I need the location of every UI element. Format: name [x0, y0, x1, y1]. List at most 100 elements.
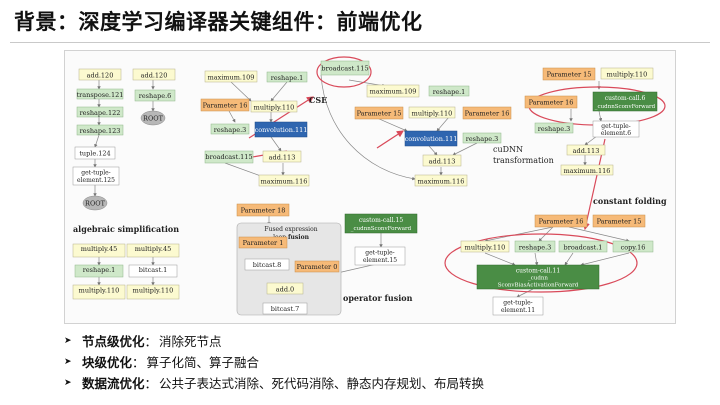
- node-label: add.0: [276, 286, 294, 294]
- node-get-tuple-element-11: get-tuple-element.11: [492, 296, 544, 316]
- node-copy-16: copy.16: [612, 240, 654, 253]
- node-multiply-45-a: multiply.45: [72, 243, 126, 258]
- node-label: SconvBiasActivationForward: [498, 283, 579, 289]
- node-broadcast-1: broadcast.1: [558, 240, 608, 253]
- node-add-113-a: add.113: [262, 150, 302, 163]
- node-label: broadcast.1: [564, 244, 603, 252]
- node-tuple-124: tuple.124: [74, 146, 116, 160]
- node-label: multiply.110: [465, 244, 506, 252]
- node-add-113-b: add.113: [422, 154, 462, 167]
- node-label: Parameter 0: [297, 263, 338, 271]
- bullet-text: 消除死节点: [159, 334, 222, 349]
- node-label: reshape.1: [271, 74, 304, 82]
- node-label: reshape.122: [80, 109, 121, 117]
- node-label: reshape.3: [214, 126, 247, 134]
- node-parameter-16-c: Parameter 16: [524, 95, 578, 109]
- node-label: multiply.110: [412, 110, 453, 118]
- node-label: reshape.123: [80, 127, 121, 135]
- node-custom-call-6: custom-call.6_cudnnSconvForward: [592, 91, 658, 112]
- node-label: multiply.45: [135, 245, 172, 253]
- bullet-separator: ：: [144, 376, 158, 391]
- label-fusion-text: fusion: [288, 234, 310, 241]
- node-label: convolution.111: [255, 126, 308, 134]
- node-reshape-3-d: reshape.3: [514, 240, 556, 253]
- label-cudnn: cuDNN: [493, 145, 523, 154]
- node-label: maximum.116: [418, 178, 465, 186]
- node-label: reshape.6: [139, 92, 172, 100]
- node-get-tuple-element-15: get-tuple-element.15: [354, 246, 406, 266]
- node-label: get-tuple-: [365, 250, 394, 257]
- node-label: broadcast.115: [321, 65, 368, 73]
- node-bitcast-1: bitcast.1: [128, 264, 178, 278]
- node-label: reshape.3: [466, 135, 499, 143]
- title-divider: [10, 42, 710, 43]
- node-label: multiply.110: [607, 71, 648, 79]
- node-custom-call-15: custom-call.15_cudnnSconvForward: [344, 213, 418, 234]
- node-reshape-1-b: reshape.1: [428, 85, 470, 97]
- node-maximum-116-b: maximum.116: [414, 174, 468, 187]
- node-label: maximum.116: [261, 178, 308, 186]
- node-multiply-110-e: multiply.110: [72, 284, 126, 300]
- bullet-list: ➤ 节点级优化：消除死节点 ➤ 块级优化：算子化简、算子融合 ➤ 数据流优化：公…: [64, 330, 484, 393]
- bullet-separator: ：: [132, 355, 145, 370]
- node-label: add.120: [87, 72, 114, 80]
- node-label: Parameter 16: [539, 218, 584, 226]
- bullet-block-level: ➤ 块级优化：算子化简、算子融合: [64, 351, 484, 372]
- node-label: Parameter 1: [243, 239, 284, 247]
- bullet-heading: 节点级优化: [82, 334, 145, 349]
- node-reshape-1-a: reshape.1: [266, 71, 308, 83]
- node-label: Parameter 15: [597, 218, 642, 226]
- node-reshape-3-c: reshape.3: [534, 122, 574, 134]
- node-label: broadcast.115: [205, 153, 252, 161]
- node-label: custom-call.15: [359, 217, 404, 224]
- node-reshape-3-b: reshape.3: [462, 132, 502, 144]
- node-label: custom-call.6: [605, 95, 646, 102]
- bullet-arrow-icon: ➤: [64, 335, 72, 346]
- node-label: custom-call.11: [516, 268, 560, 275]
- node-reshape-3-a: reshape.3: [210, 123, 250, 135]
- compiler-optimization-diagram: add.120 transpose.121 reshape.122 reshap…: [64, 50, 676, 324]
- node-multiply-110-f: multiply.110: [126, 284, 180, 300]
- node-bitcast-7: bitcast.7: [262, 302, 308, 315]
- node-label: transpose.121: [77, 91, 124, 99]
- node-get-tuple-element-6: get-tuple-element.6: [592, 120, 640, 138]
- node-label: ROOT: [143, 115, 164, 123]
- node-label: bitcast.8: [253, 261, 282, 269]
- node-parameter-16-a: Parameter 16: [200, 98, 250, 112]
- node-label: get-tuple-: [81, 170, 110, 177]
- bullet-heading: 块级优化: [82, 355, 133, 370]
- node-label: copy.16: [621, 244, 646, 252]
- node-maximum-109-b: maximum.109: [366, 84, 420, 98]
- node-add-120-a: add.120: [78, 68, 122, 81]
- node-broadcast-115-b: broadcast.115: [320, 60, 370, 76]
- node-parameter-15-c: Parameter 15: [592, 214, 646, 228]
- node-label: element.6: [601, 130, 631, 137]
- node-transpose-121: transpose.121: [77, 88, 124, 100]
- node-label: bitcast.1: [139, 266, 168, 274]
- node-label: get-tuple-: [601, 123, 630, 130]
- node-label: add.113: [429, 158, 456, 166]
- node-label: add.113: [269, 154, 296, 162]
- node-label: multiply.45: [81, 245, 118, 253]
- node-multiply-110-b: multiply.110: [408, 106, 456, 119]
- label-fused-expression: Fused expression: [264, 226, 317, 233]
- node-label: element.15: [363, 257, 397, 264]
- node-label: element.11: [501, 307, 535, 314]
- node-label: convolution.111: [405, 135, 458, 143]
- node-label: Parameter 18: [241, 207, 286, 215]
- node-label: ROOT: [85, 200, 106, 208]
- node-label: Parameter 16: [203, 102, 248, 110]
- node-multiply-45-b: multiply.45: [126, 243, 180, 258]
- node-label: multiply.110: [133, 287, 174, 295]
- node-label: get-tuple-: [503, 300, 532, 307]
- node-label: bitcast.7: [271, 305, 300, 313]
- node-convolution-111-b: convolution.111: [405, 130, 458, 147]
- bullet-text: 算子化简、算子融合: [146, 355, 260, 370]
- node-multiply-110-a: multiply.110: [250, 100, 298, 113]
- node-multiply-110-c: multiply.110: [600, 67, 654, 80]
- node-label: reshape.1: [433, 88, 466, 96]
- node-label: reshape.3: [519, 244, 552, 252]
- node-label: Parameter 15: [547, 71, 592, 79]
- node-custom-call-11: custom-call.11_cudnnSconvBiasActivationF…: [476, 264, 600, 290]
- node-maximum-116-c: maximum.116: [560, 164, 614, 176]
